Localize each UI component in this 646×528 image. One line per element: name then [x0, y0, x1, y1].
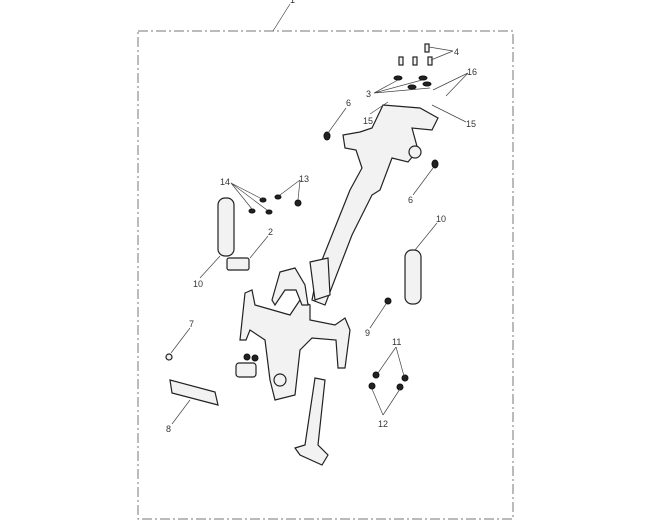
reflector-pad-left [217, 197, 235, 257]
callout-16: 16 [467, 67, 477, 77]
callout-3: 3 [366, 89, 371, 99]
reflector [169, 379, 219, 406]
screw [165, 353, 173, 361]
reflector-pad-right [404, 249, 422, 305]
callout-14: 14 [220, 177, 230, 187]
callout-11: 11 [392, 337, 401, 347]
callout-6-lower: 6 [408, 195, 413, 205]
callout-2: 2 [268, 227, 273, 237]
callout-15-right: 15 [466, 119, 476, 129]
mount-plate [235, 362, 257, 378]
hugger-bracket [271, 267, 309, 307]
callout-12: 12 [378, 419, 388, 429]
callout-7: 7 [189, 319, 194, 329]
lower-stay [294, 377, 329, 466]
callout-8: 8 [166, 424, 171, 434]
callout-9: 9 [365, 328, 370, 338]
assembly-boundary-frame [137, 30, 514, 520]
license-plate-holder [239, 289, 351, 401]
callout-15-left: 15 [363, 116, 373, 126]
callout-13: 13 [299, 174, 309, 184]
callout-4: 4 [454, 47, 459, 57]
callout-10-left: 10 [193, 279, 203, 289]
leader-lines [170, 3, 469, 425]
clip [226, 257, 250, 271]
main-support-bracket [309, 104, 439, 306]
callout-10-right: 10 [436, 214, 446, 224]
callout-1: 1 [290, 0, 295, 5]
callout-6-upper: 6 [346, 98, 351, 108]
